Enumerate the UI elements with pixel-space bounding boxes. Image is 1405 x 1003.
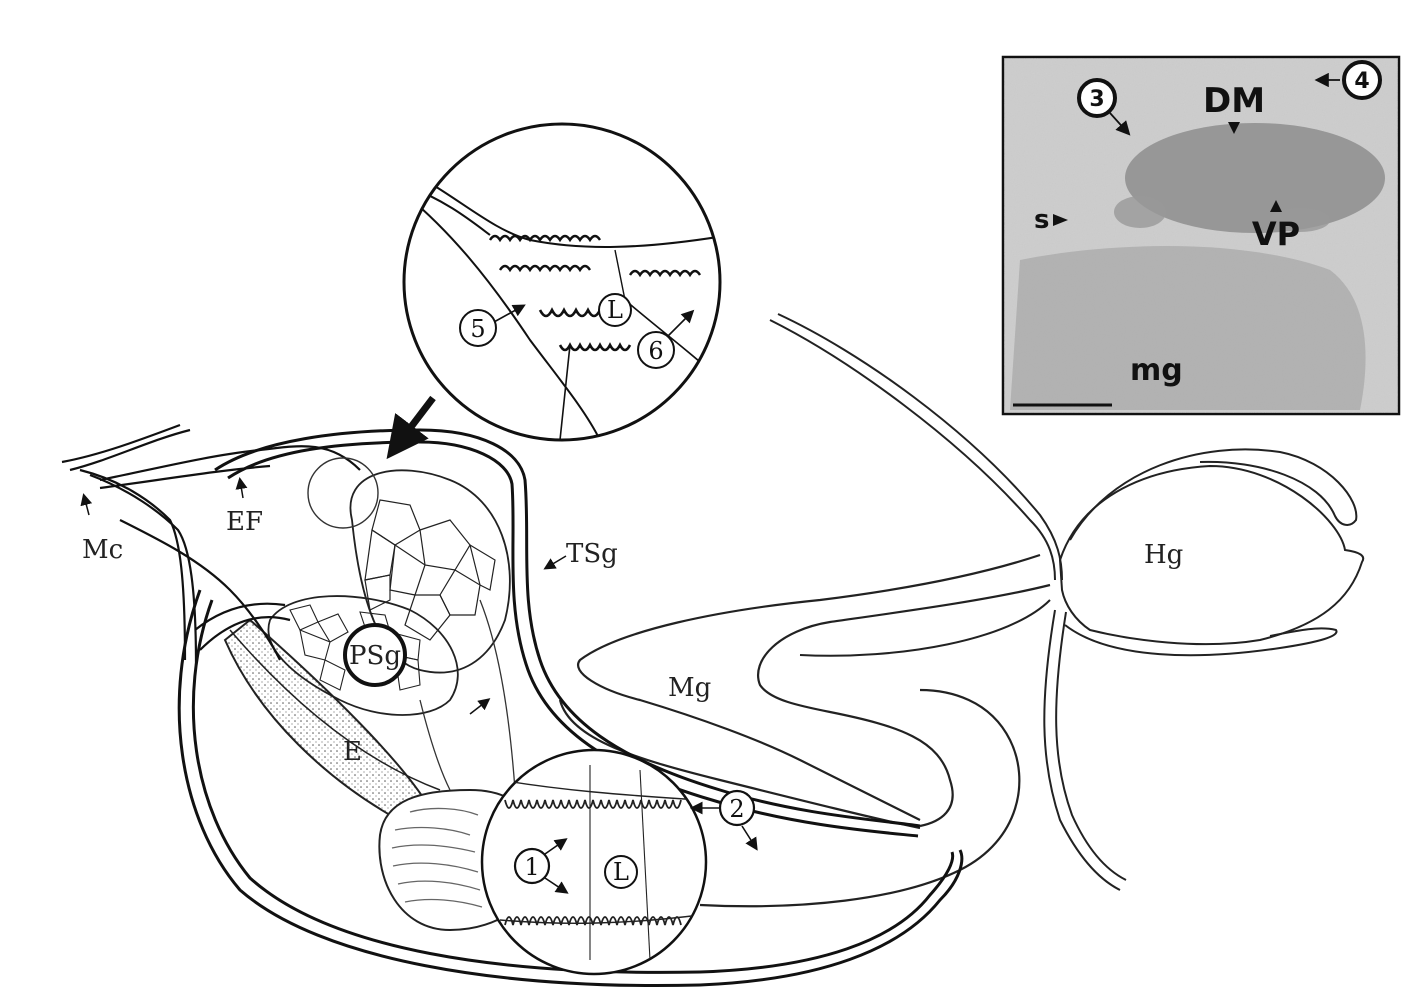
marker-4-label: 4 — [1354, 69, 1369, 94]
salivary-glands — [267, 469, 511, 716]
marker-5-label: 5 — [470, 315, 485, 343]
callout-circle-top — [307, 457, 379, 529]
inset-dm-arrowhead — [1228, 122, 1240, 134]
inset-label-dm: DM — [1203, 81, 1265, 121]
unlabeled-arrow — [469, 698, 491, 715]
inset-label-mg: mg — [1130, 353, 1183, 388]
label-tsg: TSg — [566, 539, 618, 569]
lumen-marker-bottom — [604, 855, 638, 889]
inset-dark-mass — [1125, 123, 1385, 233]
marker-1-arrow-up — [544, 838, 568, 855]
body-outline — [177, 428, 964, 988]
marker-1-label: 1 — [524, 853, 539, 881]
marker-1-arrow-down — [544, 877, 569, 894]
label-ef-arrow — [235, 477, 248, 499]
label-tsg-arrow — [543, 555, 567, 570]
inset-label-vp: VP — [1252, 215, 1300, 253]
magnified-detail-top: L 5 6 — [402, 122, 722, 442]
callout-arrow-top — [386, 395, 436, 460]
marker-2-label: 2 — [729, 795, 744, 823]
midgut — [558, 553, 1051, 908]
marker-6-circle — [637, 331, 675, 369]
micrograph-inset: DM VP s mg 3 4 — [1001, 55, 1401, 416]
lumen-marker-top — [598, 293, 632, 327]
label-e: E — [343, 737, 362, 767]
esophagus — [223, 618, 441, 820]
label-mg: Mg — [668, 673, 711, 703]
magnified-detail-bottom: L 1 — [480, 748, 708, 976]
inset-label-s: s — [1034, 205, 1049, 235]
inset-s-arrowhead — [1053, 214, 1068, 226]
marker-6-arrow — [667, 309, 695, 337]
label-hg: Hg — [1144, 540, 1183, 570]
lumen-label-top: L — [607, 296, 623, 324]
marker-3-arrow — [1109, 112, 1131, 136]
marker-3-label: 3 — [1089, 87, 1104, 112]
inset-midgut-tissue — [1010, 246, 1366, 410]
marker-6-label: 6 — [648, 337, 663, 365]
lumen-label-bottom: L — [613, 858, 629, 886]
label-mc-arrow — [80, 493, 93, 516]
marker-5-arrow — [493, 304, 526, 323]
marker-4-circle — [1342, 60, 1382, 100]
internal-lines — [419, 599, 516, 791]
marker-3-circle — [1077, 78, 1117, 118]
marker-2-arrow-down — [741, 825, 758, 851]
marker-5-circle — [459, 309, 497, 347]
salivary-ducts — [61, 423, 361, 666]
marker-1-circle — [513, 847, 551, 885]
inset-vp-arrowhead — [1270, 200, 1282, 212]
label-psg: PSg — [349, 641, 401, 671]
label-ef: EF — [226, 507, 263, 537]
hindgut-region — [769, 313, 1365, 891]
label-mc: Mc — [82, 535, 123, 565]
